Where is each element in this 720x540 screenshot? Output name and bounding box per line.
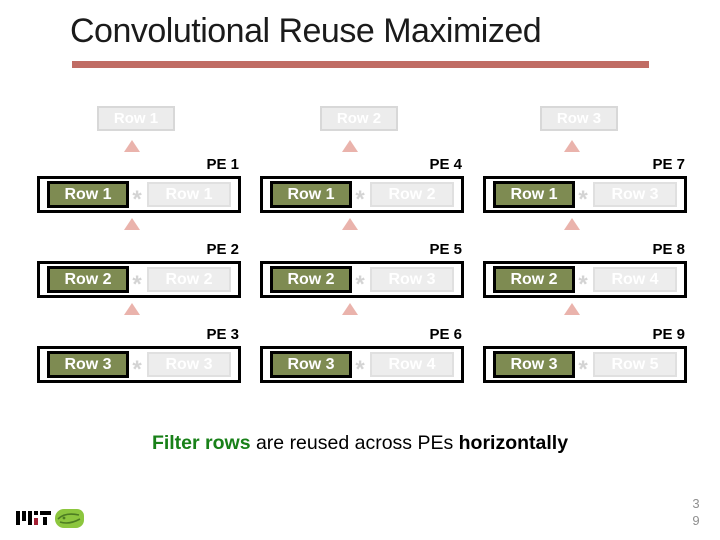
pe-name: PE 5 xyxy=(429,241,462,258)
image-row-chip: Row 5 xyxy=(593,352,677,377)
pe-name: PE 6 xyxy=(429,326,462,343)
up-triangle-icon xyxy=(342,140,358,152)
convolution-star-icon: * xyxy=(578,270,588,298)
image-row-chip: Row 3 xyxy=(147,352,231,377)
pe-box: Row 3 * Row 3 xyxy=(37,346,241,383)
filter-row-chip: Row 3 xyxy=(270,351,352,378)
pe-box: Row 1 * Row 3 xyxy=(483,176,687,213)
pe-box: Row 2 * Row 2 xyxy=(37,261,241,298)
image-row-chip: Row 2 xyxy=(370,182,454,207)
pe-name: PE 3 xyxy=(206,326,239,343)
pe-box: Row 3 * Row 4 xyxy=(260,346,464,383)
pe-name: PE 1 xyxy=(206,156,239,173)
image-row-chip: Row 4 xyxy=(370,352,454,377)
filter-row-chip: Row 3 xyxy=(493,351,575,378)
convolution-star-icon: * xyxy=(132,355,142,383)
title-underline xyxy=(72,61,649,68)
mit-logo xyxy=(16,511,52,525)
pe-box: Row 1 * Row 2 xyxy=(260,176,464,213)
pe-cell-4: PE 4 Row 1 * Row 2 xyxy=(260,156,464,216)
pe-cell-8: PE 8 Row 2 * Row 4 xyxy=(483,241,687,301)
pe-box: Row 2 * Row 4 xyxy=(483,261,687,298)
up-triangle-icon xyxy=(564,140,580,152)
image-row-chip: Row 3 xyxy=(593,182,677,207)
up-triangle-icon xyxy=(342,218,358,230)
image-row-chip: Row 3 xyxy=(370,267,454,292)
up-triangle-icon xyxy=(124,218,140,230)
image-row-chip: Row 1 xyxy=(147,182,231,207)
pe-name: PE 8 xyxy=(652,241,685,258)
up-triangle-icon xyxy=(564,218,580,230)
pe-cell-6: PE 6 Row 3 * Row 4 xyxy=(260,326,464,386)
pe-box: Row 1 * Row 1 xyxy=(37,176,241,213)
convolution-star-icon: * xyxy=(578,185,588,213)
pe-cell-7: PE 7 Row 1 * Row 3 xyxy=(483,156,687,216)
pe-cell-1: PE 1 Row 1 * Row 1 xyxy=(37,156,241,216)
convolution-star-icon: * xyxy=(355,185,365,213)
up-triangle-icon xyxy=(124,303,140,315)
filter-row-chip: Row 1 xyxy=(270,181,352,208)
convolution-star-icon: * xyxy=(132,270,142,298)
convolution-star-icon: * xyxy=(355,355,365,383)
page-number-digit: 9 xyxy=(692,513,700,528)
pe-box: Row 3 * Row 5 xyxy=(483,346,687,383)
pe-name: PE 7 xyxy=(652,156,685,173)
convolution-star-icon: * xyxy=(578,355,588,383)
filter-row-chip: Row 2 xyxy=(47,266,129,293)
caption-highlight: Filter rows xyxy=(151,432,251,454)
green-leaf-logo xyxy=(55,509,84,528)
up-triangle-icon xyxy=(342,303,358,315)
caption: Filter rows are reused across PEs horizo… xyxy=(0,432,720,455)
filter-row-chip: Row 2 xyxy=(493,266,575,293)
up-triangle-icon xyxy=(124,140,140,152)
page-number: 3 9 xyxy=(688,495,704,529)
pe-cell-5: PE 5 Row 2 * Row 3 xyxy=(260,241,464,301)
image-row-chip: Row 4 xyxy=(593,267,677,292)
filter-row-chip: Row 2 xyxy=(270,266,352,293)
pe-box: Row 2 * Row 3 xyxy=(260,261,464,298)
convolution-star-icon: * xyxy=(132,185,142,213)
input-row-header-2: Row 2 xyxy=(320,106,398,131)
page-title: Convolutional Reuse Maximized xyxy=(70,12,542,50)
pe-cell-9: PE 9 Row 3 * Row 5 xyxy=(483,326,687,386)
caption-body: are reused across PEs xyxy=(250,432,459,454)
pe-cell-3: PE 3 Row 3 * Row 3 xyxy=(37,326,241,386)
pe-name: PE 9 xyxy=(652,326,685,343)
caption-emphasis: horizontally xyxy=(458,432,569,454)
pe-name: PE 2 xyxy=(206,241,239,258)
image-row-chip: Row 2 xyxy=(147,267,231,292)
pe-cell-2: PE 2 Row 2 * Row 2 xyxy=(37,241,241,301)
filter-row-chip: Row 1 xyxy=(47,181,129,208)
up-triangle-icon xyxy=(564,303,580,315)
page-number-digit: 3 xyxy=(692,496,700,511)
convolution-star-icon: * xyxy=(355,270,365,298)
input-row-header-3: Row 3 xyxy=(540,106,618,131)
filter-row-chip: Row 1 xyxy=(493,181,575,208)
input-row-header-1: Row 1 xyxy=(97,106,175,131)
pe-name: PE 4 xyxy=(429,156,462,173)
filter-row-chip: Row 3 xyxy=(47,351,129,378)
